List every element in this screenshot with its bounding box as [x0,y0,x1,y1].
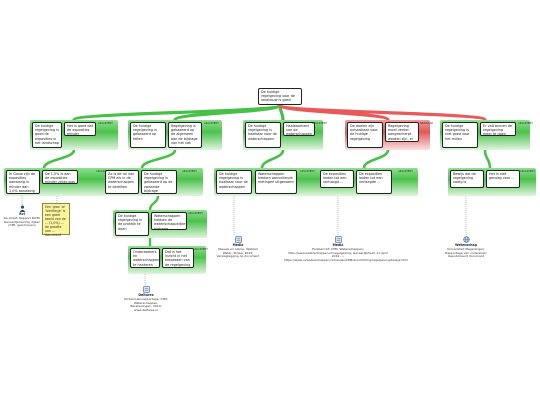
document-icon [234,236,242,243]
source-s1-title: Rvi [19,212,25,216]
argument-a2b[interactable]: Regelgeving is gebaseerd op de algemeen … [168,122,202,148]
tag-g: ARGUMENT [398,170,413,173]
argument-b1[interactable]: In Gouw zijn de exposities aanwezig in m… [6,170,40,194]
person-icon [19,205,25,212]
sticky-note[interactable]: Een ‘glas’ of ‘bierflesje’ is een goed b… [42,203,70,237]
source-s3[interactable]: Media Nieuws en opinie; Vakblad Water, S… [216,236,260,259]
source-s3-text: Nieuws en opinie; Vakblad Water, Stowa, … [216,246,260,259]
tag-d: ARGUMENT [188,212,203,215]
source-s3-title: Media [232,243,244,247]
tag-a2: ARGUMENT [204,122,219,125]
source-s1-text: De Graaf; Rapport RIVM; Gevaarlijkheid b… [3,215,41,228]
connector-root-a2 [173,103,282,122]
tag-r2: ARGUMENT [518,122,533,125]
argument-f1[interactable]: De huidige regelgeving is haalbaar voor … [216,170,252,194]
argument-d1[interactable]: De huidige regelgeving in de praktijk te… [115,212,149,236]
objection-r1[interactable]: De doelen zijn onhaalbaar voor de huidig… [347,122,383,148]
objection-r2[interactable]: De huidige regelgeving is niet goed voor… [442,122,478,148]
tag-b: ARGUMENT [96,170,111,173]
document-icon [334,236,342,243]
argument-c2[interactable]: De huidige regelgeving is gebaseerd op d… [141,170,177,194]
connector-r1-g [362,148,390,170]
source-s4[interactable]: Media Persbericht; CPM; Waterschappen; h… [284,236,409,263]
argument-b2[interactable]: De 1,0% is aan de exposities minder zeke… [42,170,78,184]
source-s5-title: Wetenschap [454,243,477,247]
argument-a2[interactable]: De huidige regelgeving is gebaseerd op f… [130,122,166,148]
tag-r1: BEZWAAR [420,122,434,125]
source-s4-title: Media [332,243,344,247]
argument-c1[interactable]: Zo is de rol van CPM als in de waterscha… [105,170,139,194]
argument-g1[interactable]: De exposities leiden tot een verhoogd ..… [320,170,354,188]
argument-a3b[interactable]: Haalbaarheid van de waterschappen is ... [283,122,315,136]
tag-c: ARGUMENT [182,170,197,173]
objection-r2b[interactable]: Er valt binnen de regelgeving meer te do… [480,122,516,136]
tag-a1: ARGUMENT [98,122,113,125]
source-s2-text: Onderzoeksrapportage; CPM, Waterschappen… [124,296,168,313]
argument-h2[interactable]: Het is niet genoeg voor ... [486,170,520,188]
objection-r1b[interactable]: Regelgeving moet verder aangescherpt wor… [385,122,419,142]
source-s2-title: Deltares [138,293,154,297]
connector-c-d [148,194,160,212]
connectors [21,103,492,286]
argument-a1b[interactable]: Het is goed dat de exposities minder bed… [64,122,96,136]
globe-icon [462,236,470,243]
argument-a3[interactable]: De huidige regelgeving is haalbaar voor … [245,122,281,148]
source-s5-text: Universiteit Wageningen; Rapportage van … [445,246,487,259]
argument-e1[interactable]: Onderzoekers en waterschappen te hantere… [130,248,160,268]
source-s2[interactable]: Deltares Onderzoeksrapportage; CPM, Wate… [124,286,168,313]
tag-e: ARGUMENT [193,248,208,251]
argument-d2[interactable]: Waterschappen hebben de wetenschappelijk… [151,212,187,230]
connector-a2-c [140,148,177,170]
source-s4-text: Persbericht; CPM; Waterschappen; http://… [284,246,409,263]
connector-root-r2 [278,103,487,122]
connector-a3-f [260,148,285,170]
tag-f: ARGUMENT [300,170,315,173]
source-s5[interactable]: Wetenschap Universiteit Wageningen; Rapp… [444,236,488,259]
argument-a1[interactable]: De huidige regelgeving is goed de exposi… [32,122,62,148]
source-s1[interactable]: Rvi De Graaf; Rapport RIVM; Gevaarlijkhe… [2,205,42,228]
root-claim[interactable]: De huidige regelgeving voor de landbouw … [258,88,302,105]
tag-a3: ARGUMENT [312,122,327,125]
connector-a1-b [42,148,76,170]
argument-h1[interactable]: Bewijs dat de regelgeving nodig is [450,170,484,188]
argument-f2[interactable]: Waterschappen hebben aanvullende metinge… [255,170,297,194]
tag-h: ARGUMENT [520,170,535,173]
document-icon [142,286,150,293]
argument-g2[interactable]: De exposities leiden tot een verlaagde .… [356,170,392,194]
connector-r2-h [483,148,492,170]
argument-e2[interactable]: Dat is het inzicht in het toepassen van … [162,248,194,268]
